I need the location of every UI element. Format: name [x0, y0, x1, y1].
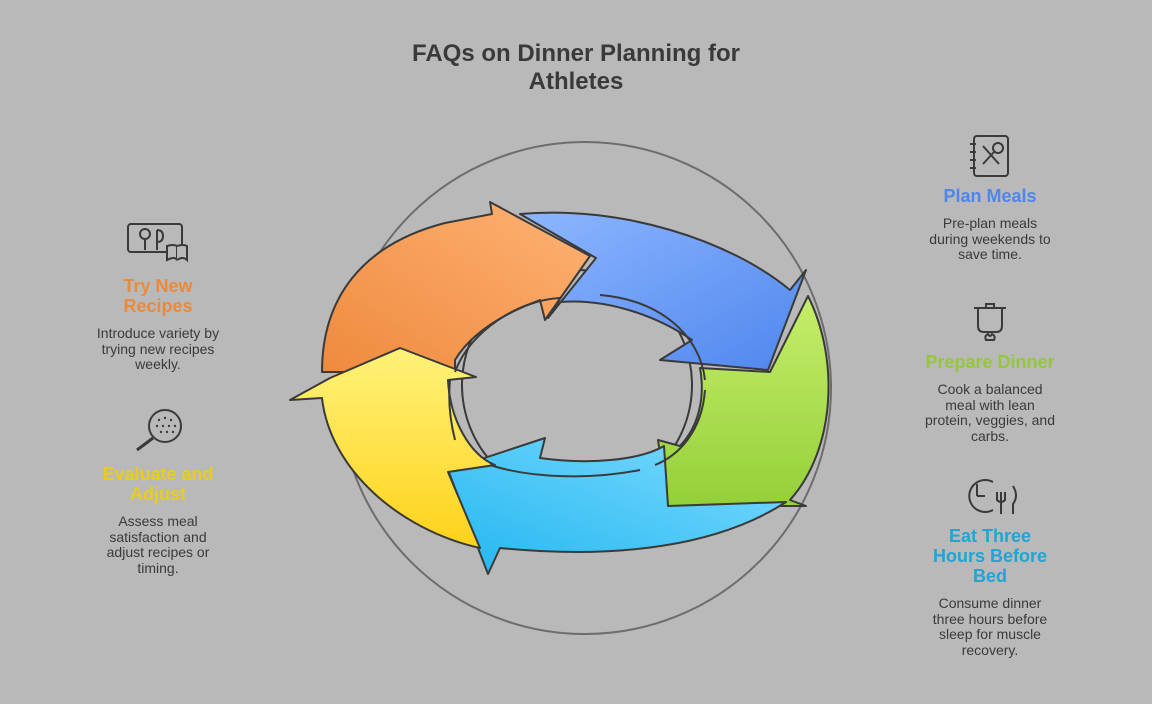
- step-plan-heading: Plan Meals: [943, 186, 1037, 206]
- inner-edge-3: [654, 389, 706, 466]
- arrow-try: [321, 201, 591, 373]
- step-try-description: Introduce variety by trying new recipes …: [96, 325, 220, 372]
- inner-edge-2: [599, 294, 706, 381]
- inner-edge-5: [448, 379, 456, 441]
- step-prepare: Prepare Dinner Cook a balanced meal with…: [890, 298, 1090, 444]
- cooking-pot-icon: [974, 303, 1006, 341]
- page-title: FAQs on Dinner Planning for Athletes: [0, 40, 1152, 96]
- arrow-evaluate: [289, 347, 496, 549]
- arrow-prepare: [657, 295, 830, 507]
- arrow-plan: [519, 211, 807, 371]
- step-eat-description: Consume dinner three hours before sleep …: [932, 595, 1048, 658]
- step-eat: Eat Three Hours Before Bed Consume dinne…: [890, 474, 1090, 658]
- recipe-board-icon: [127, 223, 188, 263]
- title-line-2: Athletes: [528, 68, 624, 95]
- arrow-eat: [447, 437, 787, 575]
- step-prepare-heading: Prepare Dinner: [925, 352, 1055, 372]
- step-try-heading: Try New Recipes: [123, 276, 193, 316]
- inner-edge-4: [489, 464, 641, 478]
- magnifier-icon: [136, 409, 182, 452]
- step-try: Try New Recipes Introduce variety by try…: [58, 220, 258, 373]
- clock-utensils-icon: [968, 479, 1017, 514]
- step-plan-description: Pre-plan meals during weekends to save t…: [929, 215, 1051, 262]
- inner-edge-1: [454, 297, 561, 373]
- step-prepare-description: Cook a balanced meal with lean protein, …: [925, 381, 1055, 444]
- step-plan: Plan Meals Pre-plan meals during weekend…: [890, 134, 1090, 263]
- step-eat-heading: Eat Three Hours Before Bed: [932, 526, 1048, 586]
- recipe-book-icon: [970, 135, 1009, 177]
- step-evaluate: Evaluate and Adjust Assess meal satisfac…: [58, 406, 258, 576]
- step-evaluate-description: Assess meal satisfaction and adjust reci…: [106, 513, 210, 576]
- title-line-1: FAQs on Dinner Planning for: [411, 40, 740, 67]
- step-evaluate-heading: Evaluate and Adjust: [102, 464, 214, 504]
